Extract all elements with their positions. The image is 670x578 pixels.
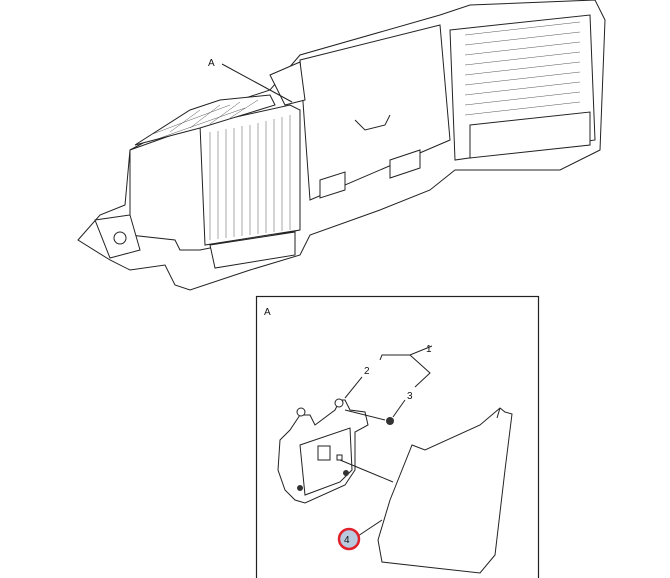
- callout-3: 3: [407, 391, 413, 402]
- callout-1: 1: [426, 344, 432, 355]
- instrument-panel-drawing: [77, 0, 606, 291]
- cover-part-drawing: [377, 407, 513, 574]
- screw-part-drawing: [344, 409, 394, 425]
- callout-4-highlight[interactable]: [337, 527, 361, 551]
- overview-callout-a: A: [208, 58, 215, 69]
- overview-leader-line: [221, 63, 293, 103]
- callout-4[interactable]: 4: [344, 535, 350, 546]
- module-part-drawing: [277, 398, 369, 504]
- callout-leaders: [339, 345, 433, 537]
- callout-2: 2: [364, 366, 370, 377]
- detail-view-label: A: [264, 307, 271, 318]
- detail-view-frame: [255, 295, 540, 578]
